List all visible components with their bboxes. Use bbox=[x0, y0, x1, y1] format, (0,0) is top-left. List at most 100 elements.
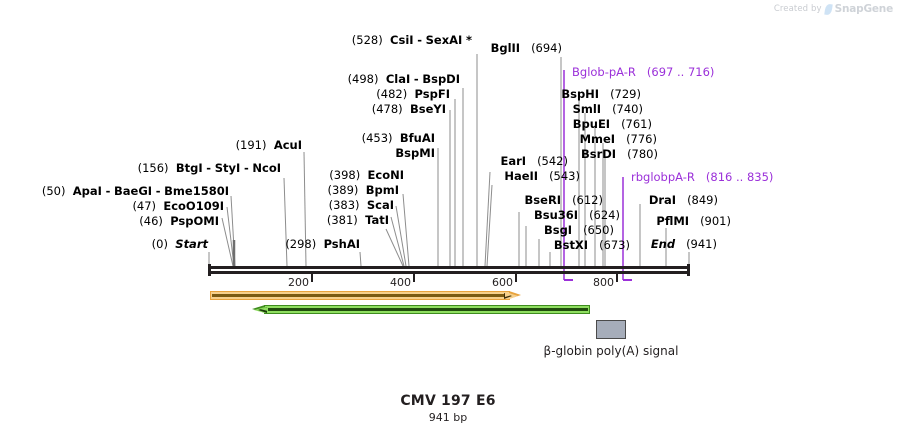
watermark-prefix: Created by bbox=[773, 4, 822, 14]
enzyme-name: BsgI bbox=[543, 223, 573, 237]
enzyme-name: EcoNI bbox=[367, 168, 404, 182]
ruler-label-400: 400 bbox=[390, 276, 411, 289]
enzyme-separator: - bbox=[417, 33, 422, 47]
enzyme-label-tati[interactable]: (381) TatI bbox=[327, 214, 389, 227]
leader-line-ecoo109i bbox=[226, 206, 235, 267]
feature-arrow-forward-orange[interactable] bbox=[210, 291, 522, 301]
leader-line-bpmi bbox=[395, 205, 407, 267]
enzyme-pos: (729) bbox=[610, 87, 641, 101]
enzyme-pos: (46) bbox=[139, 214, 163, 228]
enzyme-pos: (543) bbox=[549, 169, 580, 183]
enzyme-label-clai-bspdi[interactable]: (498) ClaI - BspDI bbox=[348, 73, 460, 86]
enzyme-label-bglii[interactable]: BglII (694) bbox=[491, 42, 562, 55]
enzyme-pos: (650) bbox=[583, 223, 614, 237]
enzyme-pos: (761) bbox=[621, 117, 652, 131]
enzyme-name: BspDI bbox=[422, 72, 460, 86]
enzyme-name: ApaI bbox=[72, 184, 102, 198]
star-activity-marker: * bbox=[465, 33, 472, 47]
enzyme-label-haeii[interactable]: HaeII (543) bbox=[504, 170, 580, 183]
enzyme-label-pspomi[interactable]: (46) PspOMI bbox=[139, 215, 219, 228]
enzyme-label-bstxi[interactable]: BstXI (673) bbox=[554, 239, 630, 252]
ruler-label-200: 200 bbox=[288, 276, 309, 289]
enzyme-pos: (482) bbox=[376, 87, 408, 101]
leader-line-econi bbox=[402, 193, 410, 267]
enzyme-pos: (453) bbox=[361, 131, 393, 145]
leader-line-pshai bbox=[359, 251, 362, 267]
sequence-backbone-top[interactable] bbox=[208, 266, 690, 269]
leader-line-btgi bbox=[283, 177, 288, 267]
feature-label-end[interactable]: End (941) bbox=[651, 238, 717, 251]
enzyme-label-scai[interactable]: (383) ScaI bbox=[329, 199, 394, 212]
enzyme-separator: - bbox=[413, 72, 419, 86]
enzyme-name: BspMI bbox=[395, 146, 435, 160]
enzyme-label-bsrdi[interactable]: BsrDI (780) bbox=[581, 148, 658, 161]
ruler-label-600: 600 bbox=[492, 276, 513, 289]
enzyme-name: EcoO109I bbox=[163, 199, 224, 213]
enzyme-name: BglII bbox=[490, 41, 521, 55]
enzyme-name: HaeII bbox=[504, 169, 539, 183]
enzyme-label-csii-sexai[interactable]: (528) CsiI - SexAI * bbox=[352, 34, 472, 47]
sequence-title: CMV 197 E6 bbox=[400, 393, 496, 409]
enzyme-name: SexAI bbox=[425, 33, 463, 47]
enzyme-name: TatI bbox=[365, 213, 389, 227]
primer-label-rbglobpa-r[interactable]: rbglobpA-R (816 .. 835) bbox=[631, 170, 773, 184]
enzyme-pos: (694) bbox=[531, 41, 562, 55]
feature-label-start[interactable]: (0) Start bbox=[152, 238, 208, 251]
sequence-backbone-bottom[interactable] bbox=[208, 271, 690, 274]
enzyme-label-acui[interactable]: (191) AcuI bbox=[236, 139, 302, 152]
enzyme-pos: (389) bbox=[327, 183, 359, 197]
primer-range: (697 .. 716) bbox=[646, 65, 715, 79]
enzyme-label-apai-baegi-bme1580i[interactable]: (50) ApaI - BaeGI - Bme1580I bbox=[42, 185, 229, 198]
enzyme-separator: - bbox=[206, 161, 212, 175]
feature-arrow-reverse-green[interactable] bbox=[252, 305, 592, 315]
enzyme-label-smli[interactable]: SmlI (740) bbox=[573, 103, 643, 116]
enzyme-pos: (780) bbox=[627, 147, 658, 161]
primer-label-bglob-pa-r[interactable]: Bglob-pA-R (697 .. 716) bbox=[572, 65, 714, 79]
poly-a-signal-box[interactable] bbox=[596, 320, 626, 339]
enzyme-label-bsu36i[interactable]: Bsu36I (624) bbox=[534, 209, 620, 222]
enzyme-label-pflmi[interactable]: PflMI (901) bbox=[656, 215, 731, 228]
enzyme-name: ScaI bbox=[366, 198, 394, 212]
enzyme-name: BseRI bbox=[524, 193, 562, 207]
enzyme-pos: (478) bbox=[371, 102, 403, 116]
enzyme-label-pspfi[interactable]: (482) PspFI bbox=[376, 88, 450, 101]
feature-name: End bbox=[650, 237, 676, 251]
enzyme-pos: (50) bbox=[41, 184, 66, 198]
enzyme-pos: (528) bbox=[351, 33, 383, 47]
enzyme-name: PshAI bbox=[323, 237, 360, 251]
enzyme-label-bpuei[interactable]: BpuEI (761) bbox=[573, 118, 652, 131]
leader-line-pspomi bbox=[221, 217, 234, 267]
enzyme-name: MmeI bbox=[579, 132, 616, 146]
enzyme-name: ClaI bbox=[385, 72, 411, 86]
enzyme-label-bseyi[interactable]: (478) BseYI bbox=[372, 103, 446, 116]
enzyme-name: EarI bbox=[500, 154, 527, 168]
enzyme-label-econi[interactable]: (398) EcoNI bbox=[329, 169, 404, 182]
ruler-tick-400 bbox=[413, 274, 415, 282]
enzyme-label-bsgi[interactable]: BsgI (650) bbox=[544, 224, 614, 237]
enzyme-pos: (191) bbox=[235, 138, 267, 152]
enzyme-name: BspHI bbox=[561, 87, 600, 101]
backbone-start-cap bbox=[208, 264, 211, 276]
enzyme-name: BstXI bbox=[553, 238, 589, 252]
enzyme-label-bpmi[interactable]: (389) BpmI bbox=[327, 184, 399, 197]
enzyme-pos: (624) bbox=[589, 208, 620, 222]
enzyme-label-eari[interactable]: EarI (542) bbox=[501, 155, 568, 168]
enzyme-pos: (542) bbox=[537, 154, 568, 168]
enzyme-label-bfuai[interactable]: (453) BfuAI bbox=[362, 132, 435, 145]
enzyme-separator: - bbox=[155, 184, 161, 198]
enzyme-label-bsphi[interactable]: BspHI (729) bbox=[561, 88, 641, 101]
enzyme-label-bseri[interactable]: BseRI (612) bbox=[525, 194, 603, 207]
enzyme-label-mmei[interactable]: MmeI (776) bbox=[580, 133, 657, 146]
enzyme-label-btgi-styi-ncoi[interactable]: (156) BtgI - StyI - NcoI bbox=[138, 162, 281, 175]
primer-name: Bglob-pA-R bbox=[572, 65, 636, 79]
snapgene-watermark: Created by SnapGene bbox=[774, 3, 893, 15]
enzyme-name: PspOMI bbox=[170, 214, 219, 228]
enzyme-label-bspmi[interactable]: BspMI bbox=[395, 147, 435, 160]
enzyme-label-ecoo109i[interactable]: (47) EcoO109I bbox=[132, 200, 224, 213]
snapgene-leaf-icon bbox=[823, 3, 833, 15]
ruler-tick-800 bbox=[616, 274, 618, 282]
enzyme-name: StyI bbox=[214, 161, 241, 175]
enzyme-label-drai[interactable]: DraI (849) bbox=[649, 194, 718, 207]
enzyme-label-pshai[interactable]: (298) PshAI bbox=[285, 238, 360, 251]
